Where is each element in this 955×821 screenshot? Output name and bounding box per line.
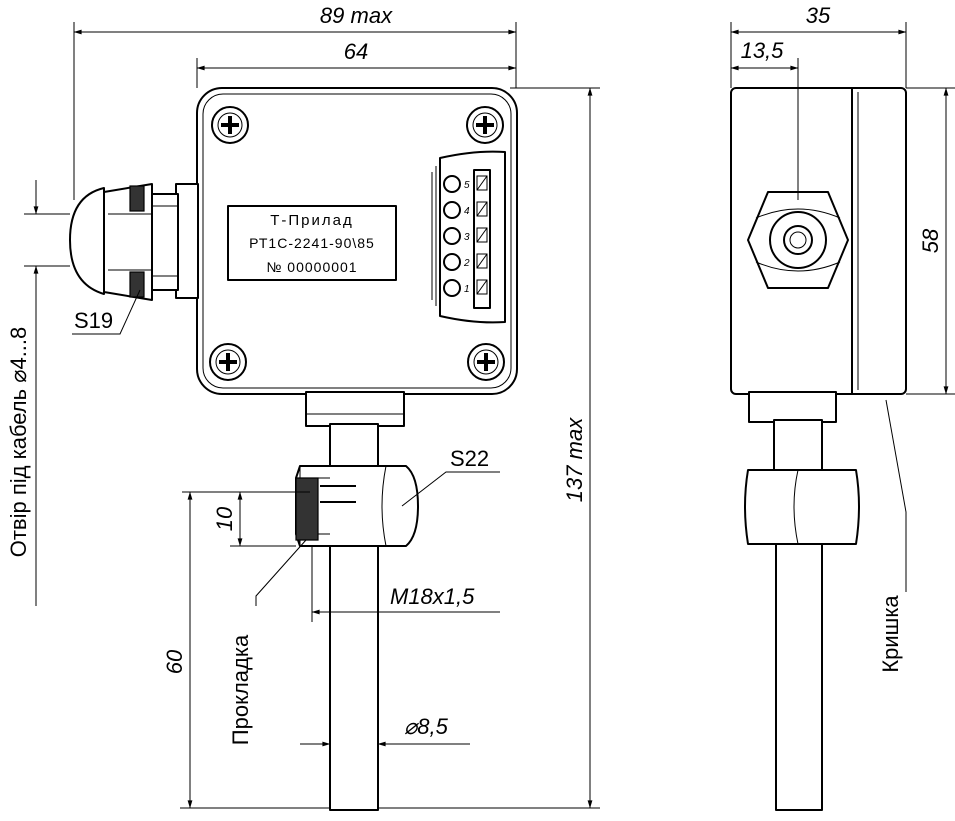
- terminal-clamp: [476, 201, 488, 217]
- dim-sheath-diameter: ⌀8,5: [404, 714, 449, 739]
- terminal-screw-icon: [443, 253, 461, 271]
- side-nut: [744, 469, 860, 545]
- screw-icon: [466, 106, 504, 144]
- dim-total-width: 89 max: [320, 3, 393, 28]
- label-gasket: Прокладка: [228, 634, 253, 745]
- terminal-2: 2: [443, 253, 488, 271]
- neck: [305, 391, 405, 427]
- terminal-block: 5 4 3 2 1: [431, 150, 506, 324]
- terminal-clamp: [476, 227, 488, 243]
- dim-box-height: 58: [918, 228, 943, 253]
- side-view: [730, 87, 907, 811]
- terminal-number: 5: [464, 180, 470, 191]
- terminal-clamp: [476, 279, 488, 295]
- hex-nut: [295, 465, 419, 547]
- side-thread: [773, 419, 823, 471]
- screw-icon: [467, 343, 505, 381]
- terminal-3: 3: [443, 227, 488, 245]
- dim-total-height: 137 max: [562, 417, 587, 502]
- label-cover: Кришка: [878, 595, 903, 673]
- label-s22: S22: [450, 446, 489, 471]
- dim-side-depth: 35: [806, 3, 831, 28]
- dim-immersion-length: 60: [162, 649, 187, 674]
- terminal-screw-icon: [443, 279, 461, 297]
- side-hex-port: [747, 191, 849, 289]
- nameplate-brand: Т-Прилад: [270, 212, 354, 229]
- terminal-number: 2: [463, 258, 470, 269]
- side-neck: [748, 391, 837, 423]
- terminal-clamp: [476, 175, 488, 191]
- dimension-lines: [24, 22, 955, 809]
- cable-gland: [69, 183, 199, 301]
- terminal-screw-icon: [443, 227, 461, 245]
- nameplate-model: РТ1С-2241-90\85: [249, 235, 375, 251]
- front-view: Т-Прилад РТ1С-2241-90\85 № 00000001 5 4 3 2…: [69, 87, 518, 811]
- terminal-5: 5: [443, 175, 488, 193]
- side-tube: [775, 543, 823, 811]
- label-s19: S19: [74, 308, 113, 333]
- terminal-number: 3: [464, 232, 470, 243]
- terminal-screw-icon: [443, 201, 461, 219]
- nameplate: [227, 205, 397, 281]
- terminal-number: 1: [464, 284, 470, 295]
- nameplate-serial: № 00000001: [266, 259, 357, 275]
- dim-box-width: 64: [344, 39, 368, 64]
- dim-nut-height: 10: [212, 506, 237, 531]
- label-cable-hole: Отвір під кабель ⌀4...8: [6, 327, 31, 558]
- terminal-1: 1: [443, 279, 488, 297]
- dim-thread: M18x1,5: [390, 584, 475, 609]
- terminal-screw-icon: [443, 175, 461, 193]
- screw-icon: [211, 106, 249, 144]
- terminal-4: 4: [443, 201, 488, 219]
- screw-icon: [209, 343, 247, 381]
- terminal-clamp: [476, 253, 488, 269]
- enclosure-inner-edge: [202, 93, 512, 389]
- dim-side-offset: 13,5: [741, 38, 785, 63]
- terminal-number: 4: [464, 206, 470, 217]
